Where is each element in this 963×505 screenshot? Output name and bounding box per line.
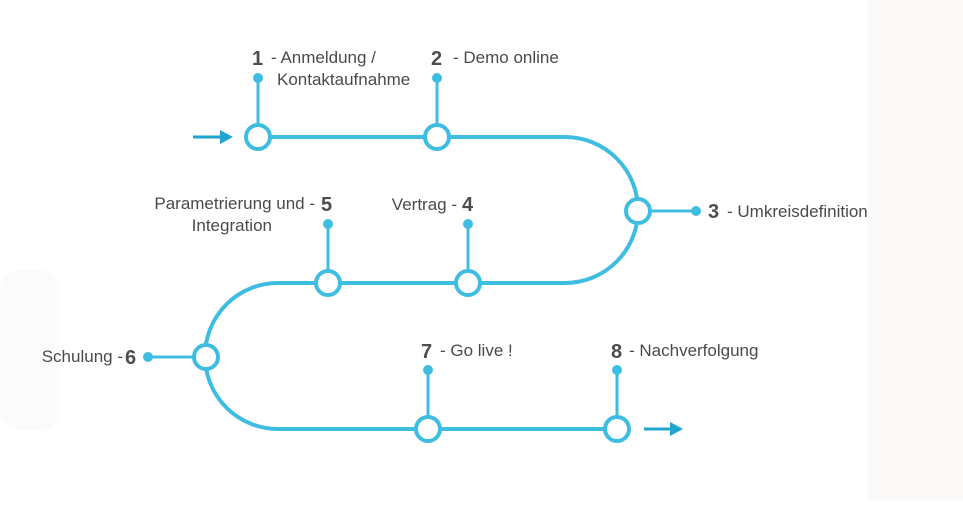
step-4-label: Vertrag - <box>392 195 457 214</box>
step-5-number: 5 <box>321 194 332 216</box>
step-node-1 <box>244 123 272 151</box>
step-node-6 <box>192 343 220 371</box>
step-2-number: 2 <box>431 48 442 70</box>
step-node-5 <box>314 269 342 297</box>
step-6-label: Schulung - <box>42 347 123 366</box>
step-8-label: - Nachverfolgung <box>629 341 758 360</box>
step-3-label: - Umkreisdefinition <box>727 202 868 221</box>
step-2-label: - Demo online <box>453 48 559 67</box>
step-node-3 <box>624 197 652 225</box>
step-node-8 <box>603 415 631 443</box>
step-7-label: - Go live ! <box>440 341 513 360</box>
step-4-number: 4 <box>462 194 474 216</box>
step-8-number: 8 <box>611 341 622 363</box>
step-5-label-line2: Integration <box>192 216 272 235</box>
process-path <box>203 135 640 431</box>
step-node-4 <box>454 269 482 297</box>
step-nodes <box>192 123 652 443</box>
start-arrow-icon <box>193 130 233 144</box>
step-node-7 <box>414 415 442 443</box>
step-6-number: 6 <box>125 347 136 369</box>
step-1-label-line1: - Anmeldung / <box>271 48 376 67</box>
step-node-2 <box>423 123 451 151</box>
step-1-label-line2: Kontaktaufnahme <box>277 70 410 89</box>
step-1-number: 1 <box>252 48 263 70</box>
connectors <box>148 78 696 416</box>
step-3-number: 3 <box>708 201 719 223</box>
connector-dots <box>143 73 701 375</box>
step-5-label-line1: Parametrierung und - <box>154 194 315 213</box>
end-arrow-icon <box>644 422 683 436</box>
step-7-number: 7 <box>421 341 432 363</box>
